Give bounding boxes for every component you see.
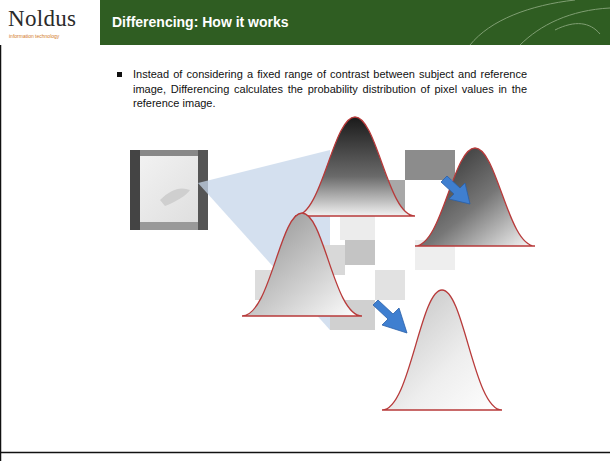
logo-text: Noldus [8, 6, 76, 32]
arrow [373, 300, 407, 333]
bell-curve [242, 213, 362, 316]
logo-tagline: information technology [9, 33, 59, 39]
bell-curve [415, 148, 535, 246]
arena-wall [140, 150, 198, 156]
animal [160, 188, 190, 206]
bullet-marker [117, 72, 122, 77]
header-curve [470, 0, 575, 45]
slide-border [0, 452, 610, 454]
slide-border [0, 45, 1, 461]
arena-wall [130, 150, 140, 230]
arena-wall [140, 222, 198, 230]
header-curve [520, 8, 610, 45]
bullet-text: Instead of considering a fixed range of … [133, 67, 527, 111]
header-bar [100, 0, 610, 45]
header-curve [555, 24, 600, 34]
bell-curve [382, 290, 502, 410]
slide-title: Differencing: How it works [112, 14, 289, 30]
bell-curve [295, 117, 415, 216]
arena-image [130, 150, 208, 230]
arrow [441, 176, 470, 204]
